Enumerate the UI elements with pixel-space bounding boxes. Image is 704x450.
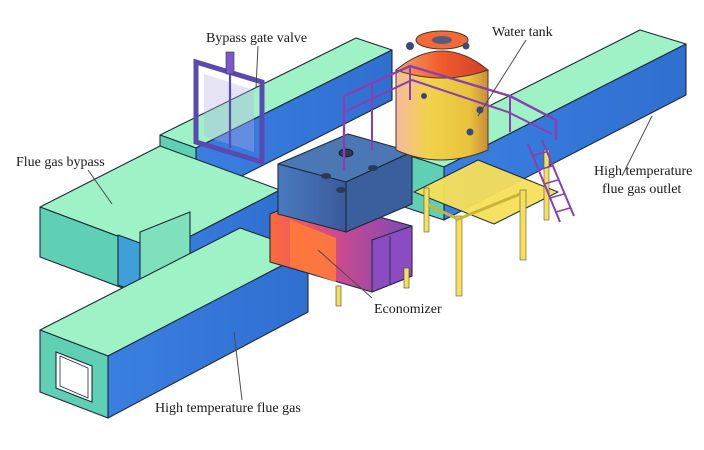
economizer	[269, 133, 413, 307]
leader-lines	[87, 39, 653, 401]
railing	[342, 64, 558, 170]
label-outlet-line1: High temperature	[594, 164, 692, 179]
label-high-temp-flue-gas: High temperature flue gas	[155, 401, 301, 416]
label-flue-gas-bypass: Flue gas bypass	[16, 155, 105, 170]
leader-outlet	[621, 115, 653, 177]
leader-flue-gas-bypass	[87, 169, 113, 205]
label-economizer: Economizer	[374, 302, 442, 317]
leader-water-tank	[477, 39, 527, 117]
water-tank	[394, 30, 490, 161]
inlet-duct	[39, 227, 309, 419]
leader-economizer	[317, 249, 373, 299]
inlet-opening	[55, 351, 93, 403]
bypass-gate-valve	[193, 51, 265, 166]
tank-platform	[413, 149, 559, 297]
label-water-tank: Water tank	[492, 25, 553, 40]
label-bypass-gate-valve: Bypass gate valve	[206, 31, 307, 46]
labels: Bypass gate valve Water tank Flue gas by…	[16, 25, 692, 416]
leader-inlet	[233, 331, 243, 401]
leader-bypass-gate-valve	[255, 45, 259, 89]
stair-ladder	[527, 139, 575, 223]
label-outlet-line2: flue gas outlet	[602, 182, 681, 197]
